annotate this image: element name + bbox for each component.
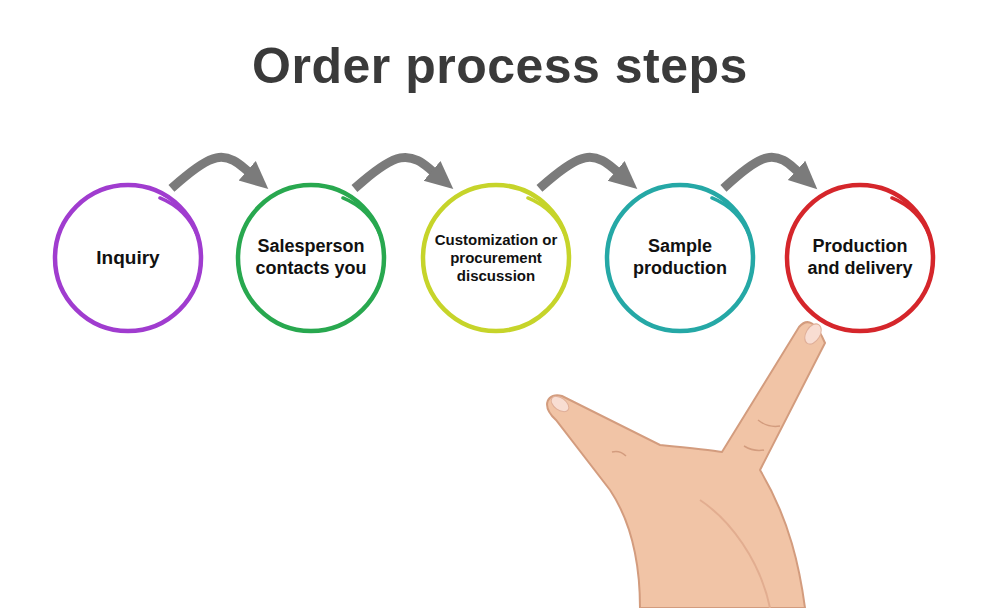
diagram-title: Order process steps — [0, 36, 1000, 96]
circle-tail — [528, 198, 566, 235]
text-group: Salesperson contacts you — [249, 236, 374, 279]
step-label: Salesperson contacts you — [249, 236, 374, 279]
circle-tail — [160, 198, 198, 235]
circle-tail — [343, 198, 381, 235]
circle-stroke — [423, 185, 569, 331]
step-label: Sample production — [624, 236, 736, 279]
thumb-nail — [548, 393, 571, 414]
finger-nail — [801, 321, 824, 347]
curved-arrow — [723, 157, 798, 188]
curved-arrow — [171, 157, 249, 188]
palm-shade — [700, 500, 770, 608]
text-group: Customization or procurement discussion — [432, 231, 560, 285]
curved-arrow — [354, 157, 434, 188]
circle-tail — [712, 198, 750, 235]
step-label: Customization or procurement discussion — [432, 231, 560, 285]
text-group: Sample production — [624, 236, 736, 279]
circle-stroke — [238, 185, 384, 331]
step-circle: Production and delivery — [784, 182, 936, 334]
knuckle-crease — [612, 420, 780, 456]
step-circle: Inquiry — [52, 182, 204, 334]
step-circle: Customization or procurement discussion — [420, 182, 572, 334]
text-group: Inquiry — [66, 247, 191, 270]
circle-stroke — [607, 185, 753, 331]
circle-stroke — [55, 185, 201, 331]
step-circle: Sample production — [604, 182, 756, 334]
curved-arrow — [539, 157, 618, 188]
circle-tail — [892, 198, 930, 235]
step-label: Production and delivery — [798, 236, 923, 279]
text-group: Production and delivery — [798, 236, 923, 279]
circle-stroke — [787, 185, 933, 331]
step-label: Inquiry — [66, 247, 191, 270]
step-circle: Salesperson contacts you — [235, 182, 387, 334]
hand-shape — [547, 322, 825, 608]
